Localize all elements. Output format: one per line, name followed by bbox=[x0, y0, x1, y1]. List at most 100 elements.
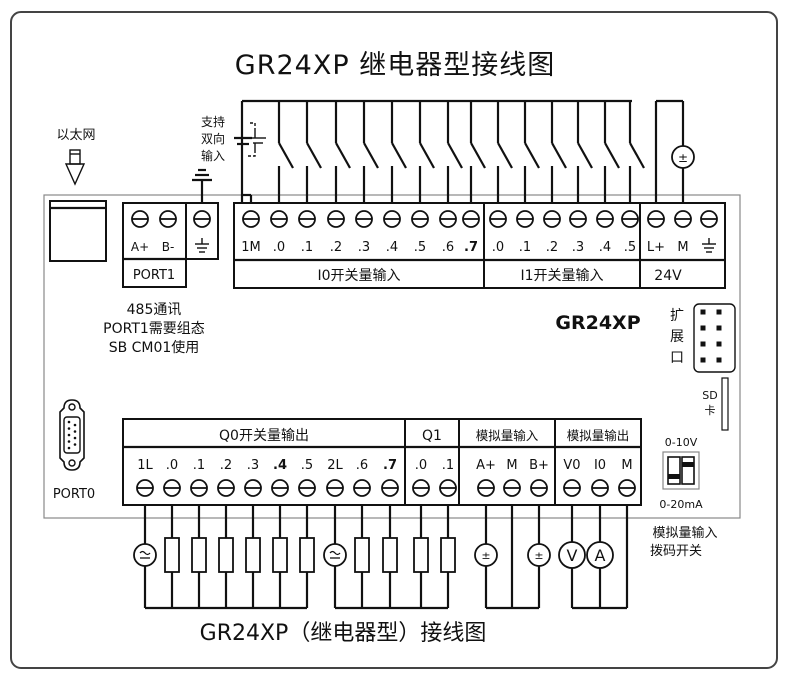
terminal-screw[interactable] bbox=[503, 479, 521, 497]
terminal-screw[interactable] bbox=[563, 479, 581, 497]
i0-terminal-label: .6 bbox=[442, 240, 454, 255]
dip-switch[interactable] bbox=[662, 451, 700, 490]
terminal-screw[interactable] bbox=[618, 479, 636, 497]
terminal-screw[interactable] bbox=[596, 210, 614, 228]
terminal-screw[interactable] bbox=[244, 479, 262, 497]
shield-ground-icon bbox=[192, 168, 212, 203]
expansion-port-connector[interactable] bbox=[693, 303, 736, 373]
load-resistor-icon bbox=[191, 537, 207, 573]
ethernet-label: 以太网 bbox=[56, 128, 95, 143]
analog-in-terminal-label: A+ bbox=[476, 458, 496, 473]
switch-contact-icon bbox=[419, 142, 435, 169]
port1-note-line: 485通讯 bbox=[127, 302, 182, 318]
db9-pin bbox=[67, 440, 71, 443]
switch-contact-icon bbox=[335, 142, 351, 169]
ground-icon bbox=[702, 238, 716, 253]
page-title: GR24XP 继电器型接线图 bbox=[235, 50, 555, 81]
expansion-label: 展 bbox=[670, 329, 684, 345]
expansion-pin bbox=[716, 309, 722, 315]
terminal-screw[interactable] bbox=[242, 210, 260, 228]
q0-group-label: Q0开关量输出 bbox=[219, 428, 309, 444]
terminal-screw[interactable] bbox=[217, 479, 235, 497]
q1-group-label: Q1 bbox=[422, 428, 442, 444]
voltmeter-icon: V bbox=[558, 541, 586, 569]
load-resistor-icon bbox=[354, 537, 370, 573]
terminal-screw[interactable] bbox=[700, 210, 718, 228]
switch-contact-icon bbox=[577, 142, 593, 169]
svg-text:±: ± bbox=[534, 549, 543, 562]
svg-text:±: ± bbox=[678, 151, 688, 165]
terminal-screw[interactable] bbox=[489, 210, 507, 228]
db9-pin bbox=[73, 443, 77, 446]
terminal-screw[interactable] bbox=[411, 210, 429, 228]
terminal-screw[interactable] bbox=[136, 479, 154, 497]
i1-terminal-label: .4 bbox=[599, 240, 611, 255]
expansion-pin bbox=[716, 341, 722, 347]
switch-contact-icon bbox=[524, 142, 540, 169]
terminal-screw[interactable] bbox=[591, 479, 609, 497]
terminal-screw[interactable] bbox=[543, 210, 561, 228]
terminal-screw[interactable] bbox=[462, 210, 480, 228]
terminal-screw[interactable] bbox=[353, 479, 371, 497]
terminal-screw[interactable] bbox=[193, 210, 211, 228]
terminal-screw[interactable] bbox=[516, 210, 534, 228]
ammeter-icon: A bbox=[586, 541, 614, 569]
i1-terminal-label: .5 bbox=[624, 240, 636, 255]
load-resistor-icon bbox=[299, 537, 315, 573]
db9-pin bbox=[67, 420, 71, 424]
terminal-screw[interactable] bbox=[298, 479, 316, 497]
ac-source-icon bbox=[323, 543, 347, 567]
terminal-screw[interactable] bbox=[439, 479, 457, 497]
expansion-pin bbox=[716, 325, 722, 331]
terminal-screw[interactable] bbox=[131, 210, 149, 228]
terminal-screw[interactable] bbox=[326, 479, 344, 497]
analog-in-terminal-label: M bbox=[506, 458, 517, 473]
terminal-screw[interactable] bbox=[381, 479, 399, 497]
terminal-screw[interactable] bbox=[674, 210, 692, 228]
load-resistor-icon bbox=[164, 537, 180, 573]
ethernet-arrow-icon bbox=[64, 149, 86, 186]
i0-terminal-label: .5 bbox=[414, 240, 426, 255]
i0-terminal-label: .2 bbox=[330, 240, 342, 255]
terminal-screw[interactable] bbox=[439, 210, 457, 228]
svg-text:A: A bbox=[595, 546, 606, 565]
terminal-screw[interactable] bbox=[621, 210, 639, 228]
port0-db9-connector[interactable] bbox=[59, 399, 85, 471]
svg-text:±: ± bbox=[481, 549, 490, 562]
dip-note-line: 拨码开关 bbox=[650, 544, 702, 559]
terminal-screw[interactable] bbox=[163, 479, 181, 497]
input-switch-wiring: ± bbox=[240, 99, 695, 203]
analog-in-terminal-label: B+ bbox=[529, 458, 549, 473]
port1-note-line: PORT1需要组态 bbox=[103, 321, 205, 337]
dip-note-line: 模拟量输入 bbox=[652, 525, 717, 541]
terminal-screw[interactable] bbox=[271, 479, 289, 497]
analog-in-group-label: 模拟量输入 bbox=[476, 428, 539, 443]
terminal-screw[interactable] bbox=[383, 210, 401, 228]
ethernet-port[interactable] bbox=[49, 200, 107, 262]
terminal-screw[interactable] bbox=[647, 210, 665, 228]
terminal-screw[interactable] bbox=[190, 479, 208, 497]
terminal-screw[interactable] bbox=[270, 210, 288, 228]
terminal-screw[interactable] bbox=[569, 210, 587, 228]
dc-source-icon: ± bbox=[474, 543, 498, 567]
q0-terminal-label: .0 bbox=[166, 458, 178, 473]
terminal-screw[interactable] bbox=[530, 479, 548, 497]
i0-terminal-label: .4 bbox=[386, 240, 398, 255]
dc-source-bidirectional-icon bbox=[234, 122, 266, 157]
terminal-screw[interactable] bbox=[412, 479, 430, 497]
load-resistor-icon bbox=[272, 537, 288, 573]
terminal-screw[interactable] bbox=[327, 210, 345, 228]
terminal-screw[interactable] bbox=[159, 210, 177, 228]
expansion-pin bbox=[700, 309, 706, 315]
db9-pin bbox=[73, 423, 77, 427]
i1-terminal-label: .3 bbox=[572, 240, 584, 255]
load-resistor-icon bbox=[218, 537, 234, 573]
terminal-screw[interactable] bbox=[298, 210, 316, 228]
sd-card-slot[interactable] bbox=[721, 377, 729, 431]
dc-source-icon: ± bbox=[671, 145, 695, 169]
i0-group-label: I0开关量输入 bbox=[317, 268, 400, 284]
port1-terminal-label: A+ bbox=[131, 240, 149, 254]
terminal-screw[interactable] bbox=[355, 210, 373, 228]
terminal-screw[interactable] bbox=[477, 479, 495, 497]
